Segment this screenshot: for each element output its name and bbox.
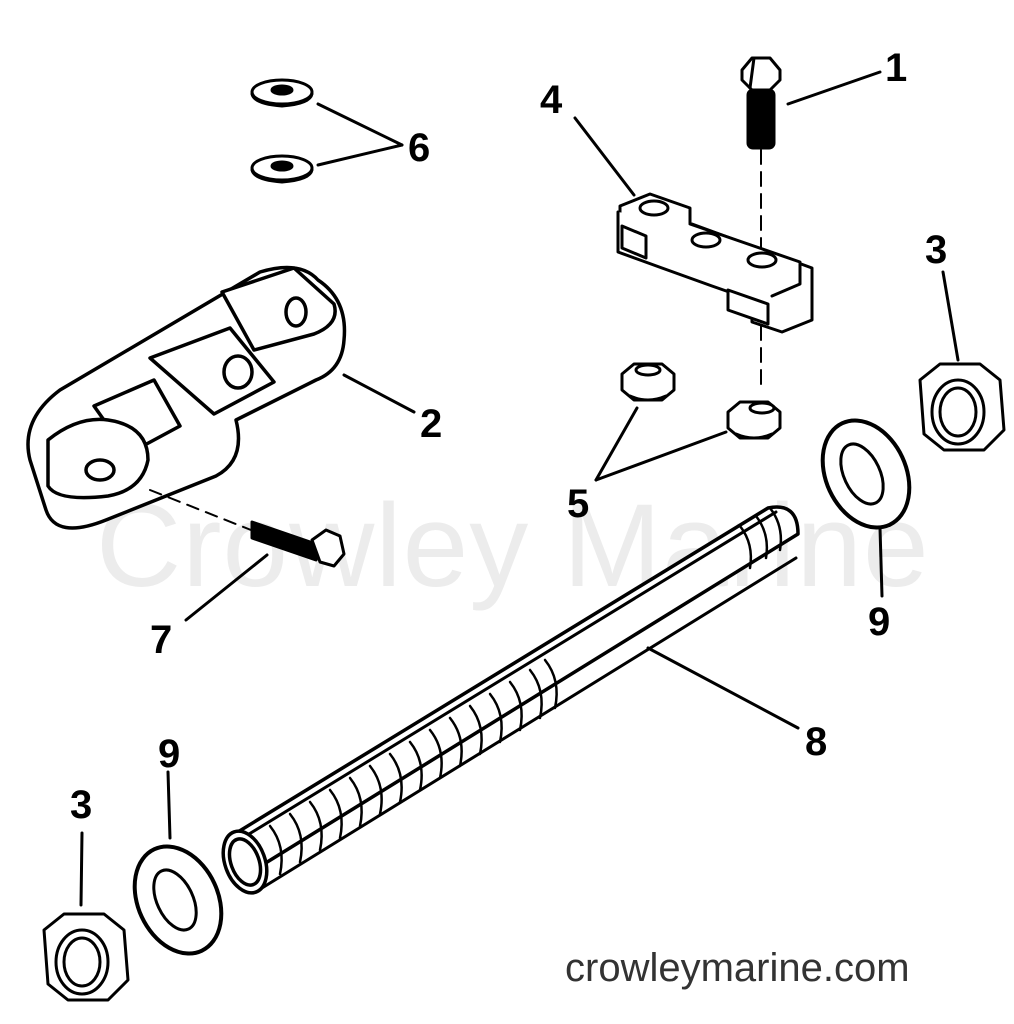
- nut-icon: [42, 912, 130, 1002]
- washer-icon: [820, 418, 912, 530]
- site-credit: crowleymarine.com: [565, 946, 910, 990]
- washer-icon: [132, 844, 224, 956]
- callout-8: 8: [805, 720, 828, 764]
- clamp-block-icon: [616, 192, 814, 334]
- bolt-icon: [740, 56, 782, 391]
- washer-icon: [250, 78, 314, 184]
- callout-4: 4: [540, 78, 563, 122]
- watermark: Crowley Marine: [96, 480, 930, 612]
- callout-2: 2: [420, 402, 443, 446]
- callout-6: 6: [408, 126, 431, 170]
- callout-3-left: 3: [70, 783, 93, 827]
- callout-1: 1: [885, 46, 908, 90]
- callout-3-right: 3: [925, 228, 948, 272]
- nut-icon: [620, 362, 782, 440]
- threaded-tube-icon: [221, 505, 800, 895]
- callout-7: 7: [150, 618, 173, 662]
- nut-icon: [918, 362, 1006, 452]
- callout-9-left: 9: [158, 732, 181, 776]
- screw-icon: [250, 520, 346, 568]
- leader-lines: [79, 70, 960, 907]
- callout-9-right: 9: [868, 600, 891, 644]
- bracket-housing-icon: [26, 265, 347, 533]
- callout-5: 5: [567, 482, 590, 526]
